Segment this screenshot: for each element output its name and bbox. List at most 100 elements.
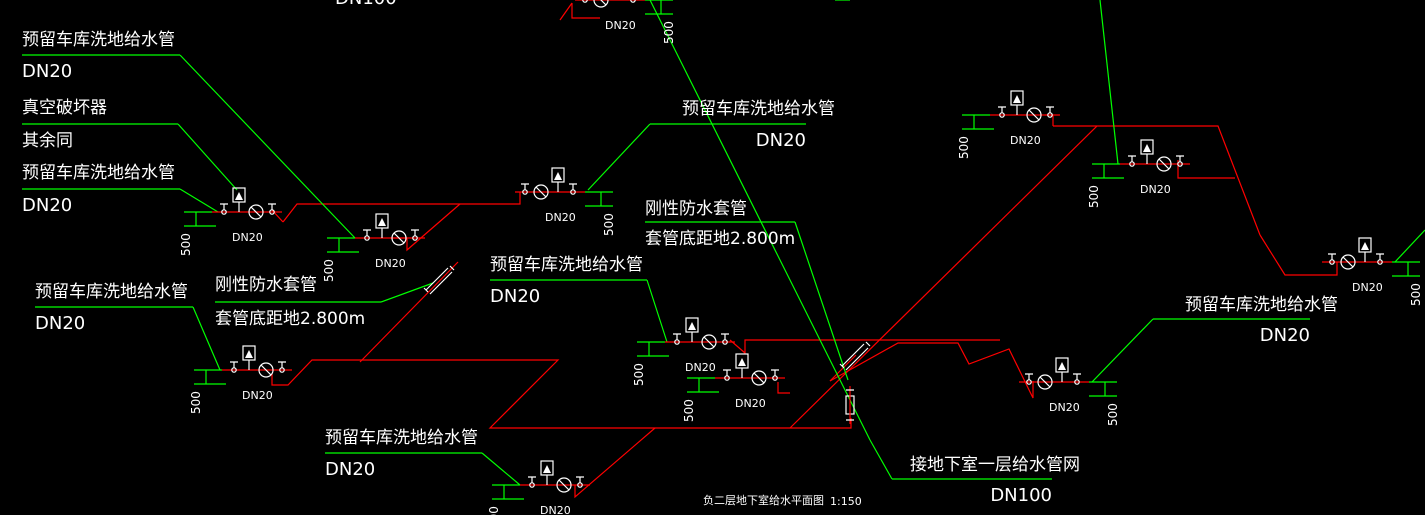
water-meter-icon [1156, 156, 1172, 172]
water-pipe-segment [789, 125, 1098, 429]
vacuum-breaker-icon [1010, 90, 1024, 106]
leader-line [649, 0, 871, 441]
water-meter-needle [250, 206, 262, 218]
valve-body-icon [1177, 161, 1183, 167]
annotation-detail: DN20 [756, 130, 806, 151]
gate-valve-icon [721, 333, 729, 340]
leader-line [1394, 229, 1425, 263]
water-meter-needle [1342, 256, 1354, 268]
valve-body-icon [674, 339, 680, 345]
valve-body-icon [522, 189, 528, 195]
water-meter-icon [258, 362, 274, 378]
water-meter-icon [533, 184, 549, 200]
leader-layer [22, 0, 1425, 486]
water-meter-needle [600, 0, 607, 6]
dimension-label: 500 [1106, 403, 1120, 426]
leader-line [646, 279, 668, 343]
leader-line [481, 452, 521, 486]
valve-unit: DN20 500 [1019, 357, 1120, 426]
pipe-size-label: DN20 [735, 397, 766, 410]
drawing-title: 负二层地下室给水平面图 [703, 493, 824, 507]
vacuum-breaker-arrow-icon [1013, 95, 1021, 103]
annotation-title: 接地下室一层给水管网 [910, 455, 1080, 475]
annotation-title: 预留车库洗地给水管 [682, 99, 835, 119]
vacuum-breaker-icon [735, 353, 749, 369]
pipe-layer [271, 2, 1338, 499]
valve-body-icon [1377, 259, 1383, 265]
vacuum-breaker-icon [1358, 237, 1372, 253]
vacuum-breaker-icon [540, 460, 554, 476]
annotation-detail: DN20 [22, 61, 72, 82]
vacuum-breaker-arrow-icon [738, 358, 746, 366]
leader-line [1091, 318, 1154, 383]
vacuum-breaker-arrow-icon [688, 322, 696, 330]
gate-valve-icon [576, 476, 584, 483]
water-pipe-segment [460, 192, 521, 205]
annotation-detail: DN20 [490, 286, 540, 307]
pipe-size-label: DN20 [232, 231, 263, 244]
valve-body-icon [279, 367, 285, 373]
gate-valve-icon [673, 333, 681, 340]
annotation-title: 真空破坏器 [22, 98, 107, 118]
water-pipe-segment [282, 203, 460, 223]
leader-line [794, 221, 849, 381]
leader-line [587, 123, 651, 191]
gate-valve-icon [1073, 373, 1081, 380]
valve-body-icon [269, 209, 275, 215]
gate-valve-icon [1328, 253, 1336, 260]
pipe-size-label: DN20 [242, 389, 273, 402]
annotation-title: 预留车库洗地给水管 [22, 30, 175, 50]
gate-valve-icon [569, 183, 577, 190]
valve-body-icon [221, 209, 227, 215]
pipe-size-label: DN20 [685, 361, 716, 374]
water-meter-icon [1340, 254, 1356, 270]
annotation-detail: 套管底距地2.800m [215, 309, 365, 329]
water-meter-icon [593, 0, 609, 8]
valve-body-icon [1129, 161, 1135, 167]
valve-body-icon [1026, 379, 1032, 385]
annotation-layer: 预留车库洗地给水管DN20真空破坏器其余同预留车库洗地给水管DN20预留车库洗地… [22, 30, 1338, 506]
annotation-detail: DN100 [990, 485, 1052, 506]
annotation-title: 预留车库洗地给水管 [1185, 295, 1338, 315]
water-meter-needle [535, 186, 547, 198]
water-pipe-segment [729, 339, 1000, 355]
valve-body-icon [772, 375, 778, 381]
leader-line [380, 282, 434, 303]
gate-valve-icon [363, 229, 371, 236]
riser-meter-icon [845, 386, 855, 424]
water-meter-needle [1158, 158, 1170, 170]
water-meter-icon [391, 230, 407, 246]
pipe-size-label: DN20 [1010, 134, 1041, 147]
gate-valve-icon [723, 369, 731, 376]
pipe-size-label: DN20 [1352, 281, 1383, 294]
water-meter-needle [393, 232, 405, 244]
gate-valve-icon [411, 229, 419, 236]
water-meter-needle [260, 364, 272, 376]
water-meter-icon [556, 477, 572, 493]
valve-body-icon [364, 235, 370, 241]
vacuum-breaker-arrow-icon [245, 350, 253, 358]
gate-valve-icon [1176, 155, 1184, 162]
annotation-detail: DN20 [1260, 325, 1310, 346]
vacuum-breaker-icon [685, 317, 699, 333]
annotation-detail: 套管底距地2.800m [645, 229, 795, 249]
vacuum-breaker-arrow-icon [1143, 144, 1151, 152]
vacuum-breaker-arrow-icon [378, 218, 386, 226]
dimension-label: 500 [189, 391, 203, 414]
pipe-size-label: DN20 [1140, 183, 1171, 196]
water-pipe-segment [571, 3, 600, 19]
gate-valve-icon [1376, 253, 1384, 260]
water-meter-needle [1039, 376, 1051, 388]
water-meter-needle [703, 336, 715, 348]
vacuum-breaker-arrow-icon [1361, 242, 1369, 250]
pipe-size-label: DN20 [1049, 401, 1080, 414]
leader-line [192, 306, 221, 371]
water-pipe-segment [359, 261, 459, 363]
water-pipe-segment [390, 203, 461, 252]
valve-body-icon [529, 482, 535, 488]
